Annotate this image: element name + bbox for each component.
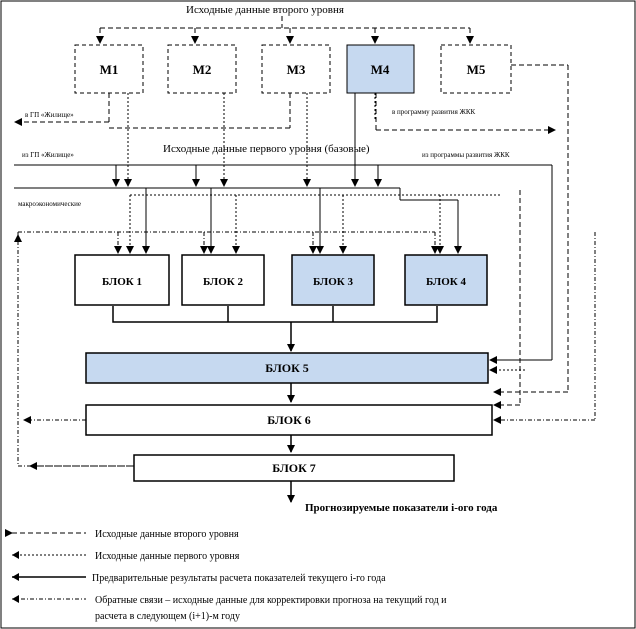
legend-item-dashed: Исходные данные второго уровня [5, 529, 239, 540]
block-7: БЛОК 7 [133, 454, 455, 482]
legend-dashed-text: Исходные данные второго уровня [95, 529, 239, 540]
model-m3: М3 [261, 44, 331, 94]
middle-title: Исходные данные первого уровня (базовые) [163, 143, 370, 155]
model-m4: М4 [346, 44, 415, 94]
model-m4-label: М4 [371, 62, 390, 77]
block-4-label: БЛОК 4 [426, 276, 466, 288]
block-5-label: БЛОК 5 [265, 361, 309, 375]
legend-feedback-text: Обратные связи – исходные данные для кор… [95, 595, 447, 606]
block-3: БЛОК 3 [291, 254, 375, 306]
label-to-gp: в ГП «Жилище» [25, 111, 74, 119]
block-1: БЛОК 1 [74, 254, 170, 306]
label-macro: макроэкономические [18, 200, 81, 208]
outputs-to-programs [14, 93, 556, 134]
block-6-label: БЛОК 6 [267, 413, 311, 427]
model-m5: М5 [440, 44, 512, 94]
block-5: БЛОК 5 [85, 352, 489, 384]
block-input-lines [142, 188, 462, 254]
legend-item-solid: Предварительные результаты расчета показ… [12, 573, 386, 584]
legend-item-feedback: Обратные связи – исходные данные для кор… [12, 595, 447, 622]
top-title: Исходные данные второго уровня [186, 4, 344, 16]
first-level-lines [14, 93, 552, 189]
label-from-gp: из ГП «Жилище» [22, 151, 74, 159]
model-m5-label: М5 [467, 62, 486, 77]
block-7-label: БЛОК 7 [272, 461, 316, 475]
block-1-label: БЛОК 1 [102, 276, 142, 288]
label-to-program: в программу развития ЖКК [392, 108, 476, 116]
block-2-label: БЛОК 2 [203, 276, 243, 288]
model-m2-label: М2 [193, 62, 212, 77]
merge-bracket [112, 306, 438, 352]
block-6: БЛОК 6 [85, 404, 493, 436]
dotted-model-paths [124, 93, 311, 187]
model-m1: М1 [74, 44, 144, 94]
label-from-program: из программы развития ЖКК [422, 151, 510, 159]
block-4: БЛОК 4 [404, 254, 488, 306]
legend-feedback-text-2: расчета в следующем (i+1)-м году [95, 611, 240, 622]
legend-dotted-text: Исходные данные первого уровня [95, 551, 240, 562]
second-level-distribution [96, 16, 474, 44]
block-2: БЛОК 2 [181, 254, 265, 306]
block-3-label: БЛОК 3 [313, 276, 353, 288]
block-dotted-lines [126, 194, 500, 254]
model-m3-label: М3 [287, 62, 306, 77]
output-label: Прогнозируемые показатели i-ого года [305, 502, 498, 514]
left-feedback [14, 234, 134, 470]
legend: Исходные данные второго уровня Исходные … [5, 529, 447, 622]
model-m2: М2 [167, 44, 237, 94]
right-feedback [489, 64, 596, 424]
model-m1-label: М1 [100, 62, 119, 77]
legend-solid-text: Предварительные результаты расчета показ… [92, 573, 386, 584]
legend-item-dotted: Исходные данные первого уровня [12, 551, 240, 562]
